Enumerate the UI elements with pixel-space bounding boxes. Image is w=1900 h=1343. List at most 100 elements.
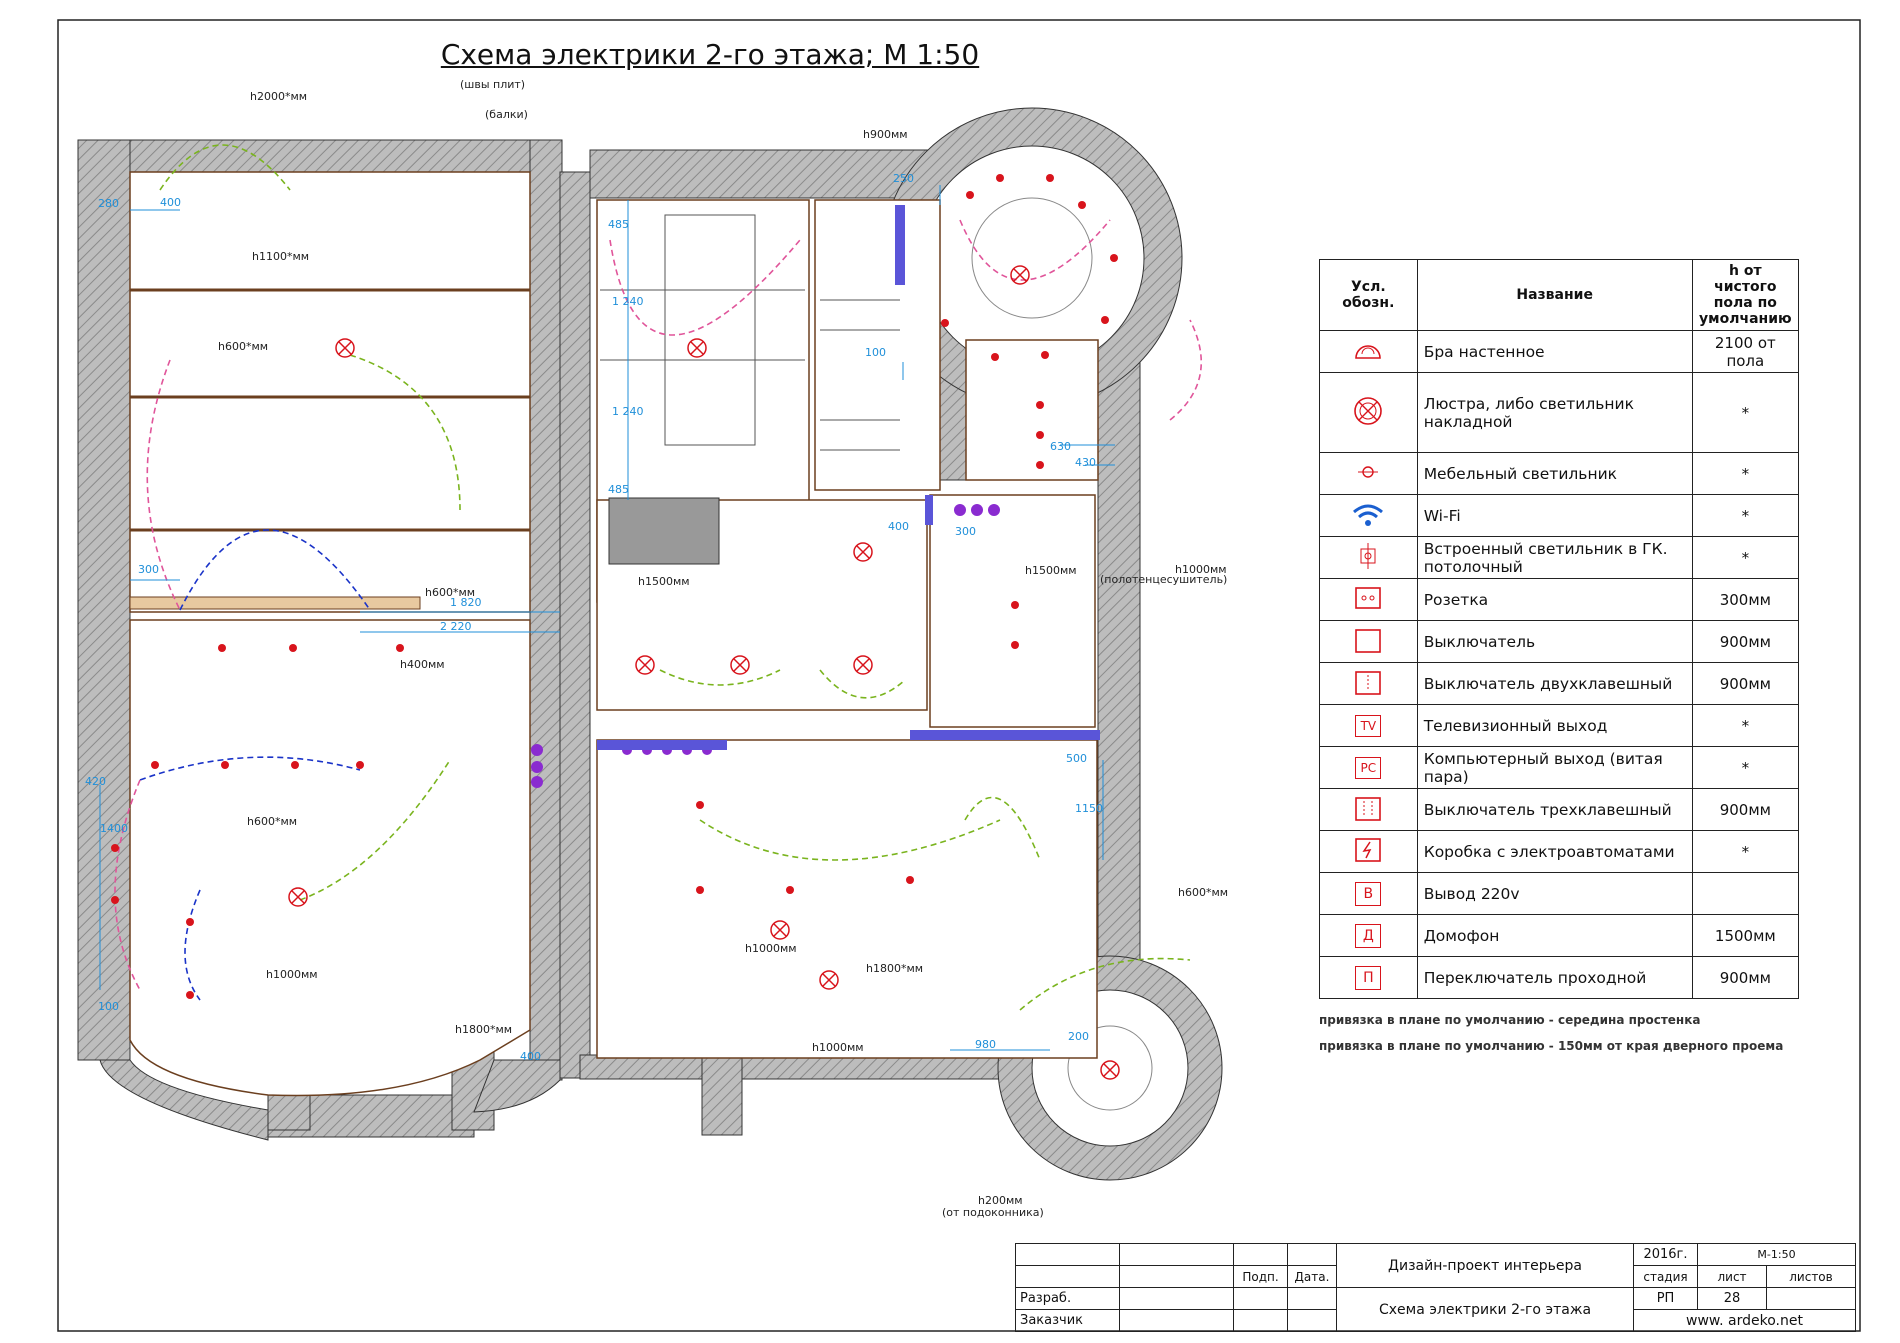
- legend-header-height: h от чистого пола по умолчанию: [1691, 259, 1800, 331]
- height-tag: h1800*мм: [866, 962, 924, 975]
- sheet-frame: [57, 19, 1861, 1332]
- legend-name: Вывод 220v: [1416, 872, 1693, 915]
- dim-label: 1150: [1075, 802, 1103, 815]
- tv-glyph: TV: [1355, 714, 1382, 737]
- switch-icon: [1319, 620, 1418, 663]
- height-tag: h1000мм: [812, 1041, 864, 1054]
- stamp-date: Дата.: [1287, 1265, 1337, 1288]
- dim-label: 300: [138, 563, 159, 576]
- dim-label: 200: [1068, 1030, 1089, 1043]
- legend-height: *: [1691, 746, 1800, 789]
- furniture-light-icon: [1319, 452, 1418, 495]
- stamp-project: Дизайн-проект интерьера: [1336, 1243, 1634, 1288]
- legend-height: *: [1691, 452, 1800, 495]
- legend-name: Домофон: [1416, 914, 1693, 957]
- chandelier-icon: [1319, 372, 1418, 453]
- legend-header-name: Название: [1416, 259, 1693, 331]
- b-glyph: B: [1355, 881, 1382, 906]
- height-tag: h2000*мм: [250, 90, 308, 103]
- dim-label: 500: [1066, 752, 1087, 765]
- note-default-binding: привязка в плане по умолчанию - середина…: [1319, 1013, 1701, 1027]
- dim-label: 100: [98, 1000, 119, 1013]
- dim-label: 400: [160, 196, 181, 209]
- recessed-light-icon: [1319, 536, 1418, 579]
- beams: [130, 288, 530, 532]
- tv-outlet-icon: TV: [1319, 704, 1418, 747]
- legend-height: 900мм: [1691, 788, 1800, 831]
- stamp-sign: Подп.: [1233, 1265, 1288, 1288]
- elevator-shaft: [608, 497, 720, 565]
- dim-label: 1400: [100, 822, 128, 835]
- label-beams: (балки): [485, 108, 528, 121]
- furniture-lights: [111, 174, 1118, 999]
- dim-label: 430: [1075, 456, 1096, 469]
- height-tag: h600*мм: [1178, 886, 1229, 899]
- stamp-drawing: Схема электрики 2-го этажа: [1336, 1287, 1634, 1332]
- wall-blocks: [597, 205, 1100, 750]
- beam-floor: [129, 596, 421, 610]
- stamp-year: 2016г.: [1633, 1243, 1698, 1266]
- stamp-site: www. ardeko.net: [1633, 1309, 1856, 1332]
- legend-name: Люстра, либо светильник накладной: [1416, 372, 1693, 453]
- stamp-sheet: 28: [1697, 1287, 1767, 1310]
- stamp-stage: РП: [1633, 1287, 1698, 1310]
- height-tag: h1000мм: [1175, 563, 1227, 576]
- legend-name: Бра настенное: [1416, 330, 1693, 373]
- note-door-offset: привязка в плане по умолчанию - 150мм от…: [1319, 1039, 1784, 1053]
- legend-header-symbol: Усл. обозн.: [1319, 259, 1418, 331]
- pc-glyph: PC: [1355, 756, 1382, 779]
- legend-height: 900мм: [1691, 662, 1800, 705]
- stamp-stage-header: стадия: [1633, 1265, 1698, 1288]
- legend-height: *: [1691, 494, 1800, 537]
- legend-name: Мебельный светильник: [1416, 452, 1693, 495]
- legend-name: Компьютерный выход (витая пара): [1416, 746, 1693, 789]
- height-tag: h1800*мм: [455, 1023, 513, 1036]
- power-220-icon: B: [1319, 872, 1418, 915]
- stamp-sheets-header: листов: [1766, 1265, 1856, 1288]
- height-tag: h600*мм: [425, 586, 476, 599]
- legend-height: 2100 от пола: [1691, 330, 1800, 373]
- stairs: [600, 214, 900, 451]
- intercom-icon: Д: [1319, 914, 1418, 957]
- title-block: Дизайн-проект интерьера 2016г. М-1:50 По…: [1015, 1243, 1856, 1332]
- tower-top: [881, 107, 1183, 409]
- height-tag: h600*мм: [247, 815, 298, 828]
- height-tag: h1500мм: [638, 575, 690, 588]
- legend-height: 1500мм: [1691, 914, 1800, 957]
- legend-name: Розетка: [1416, 578, 1693, 621]
- dim-label: 485: [608, 483, 629, 496]
- wifi-icon: [1319, 494, 1418, 537]
- height-tag: h400мм: [400, 658, 445, 671]
- wiring: [114, 144, 1202, 1011]
- stamp-developer: Разраб.: [1015, 1287, 1120, 1310]
- legend-name: Коробка с электроавтоматами: [1416, 830, 1693, 873]
- label-from-sill: (от подоконника): [942, 1206, 1044, 1219]
- legend-height: 300мм: [1691, 578, 1800, 621]
- legend-height: *: [1691, 372, 1800, 453]
- legend-height: *: [1691, 704, 1800, 747]
- dim-label: 400: [888, 520, 909, 533]
- dimension-lines: [99, 185, 1115, 1051]
- d-glyph: Д: [1355, 923, 1382, 948]
- legend-table: Усл. обозн. Название h от чистого пола п…: [1319, 259, 1800, 999]
- height-tag: h200мм: [978, 1194, 1023, 1207]
- dim-label: 630: [1050, 440, 1071, 453]
- legend-name: Выключатель трехклавешный: [1416, 788, 1693, 831]
- socket-icon: [1319, 578, 1418, 621]
- dim-label: 300: [955, 525, 976, 538]
- height-tag: h900мм: [863, 128, 908, 141]
- sconce-icon: [1319, 330, 1418, 373]
- pass-switch-icon: П: [1319, 956, 1418, 999]
- height-tag: h600*мм: [218, 340, 269, 353]
- dim-label: 1 820: [450, 596, 482, 609]
- dim-label: 2 220: [440, 620, 472, 633]
- chandeliers: [288, 265, 1120, 1080]
- height-tag: h1000мм: [745, 942, 797, 955]
- height-tag: h1500мм: [1025, 564, 1077, 577]
- pc-outlet-icon: PC: [1319, 746, 1418, 789]
- label-seams: (швы плит): [460, 78, 526, 91]
- dim-label: 980: [975, 1038, 996, 1051]
- height-tag: h1000мм: [266, 968, 318, 981]
- legend-name: Телевизионный выход: [1416, 704, 1693, 747]
- legend-height: 900мм: [1691, 956, 1800, 999]
